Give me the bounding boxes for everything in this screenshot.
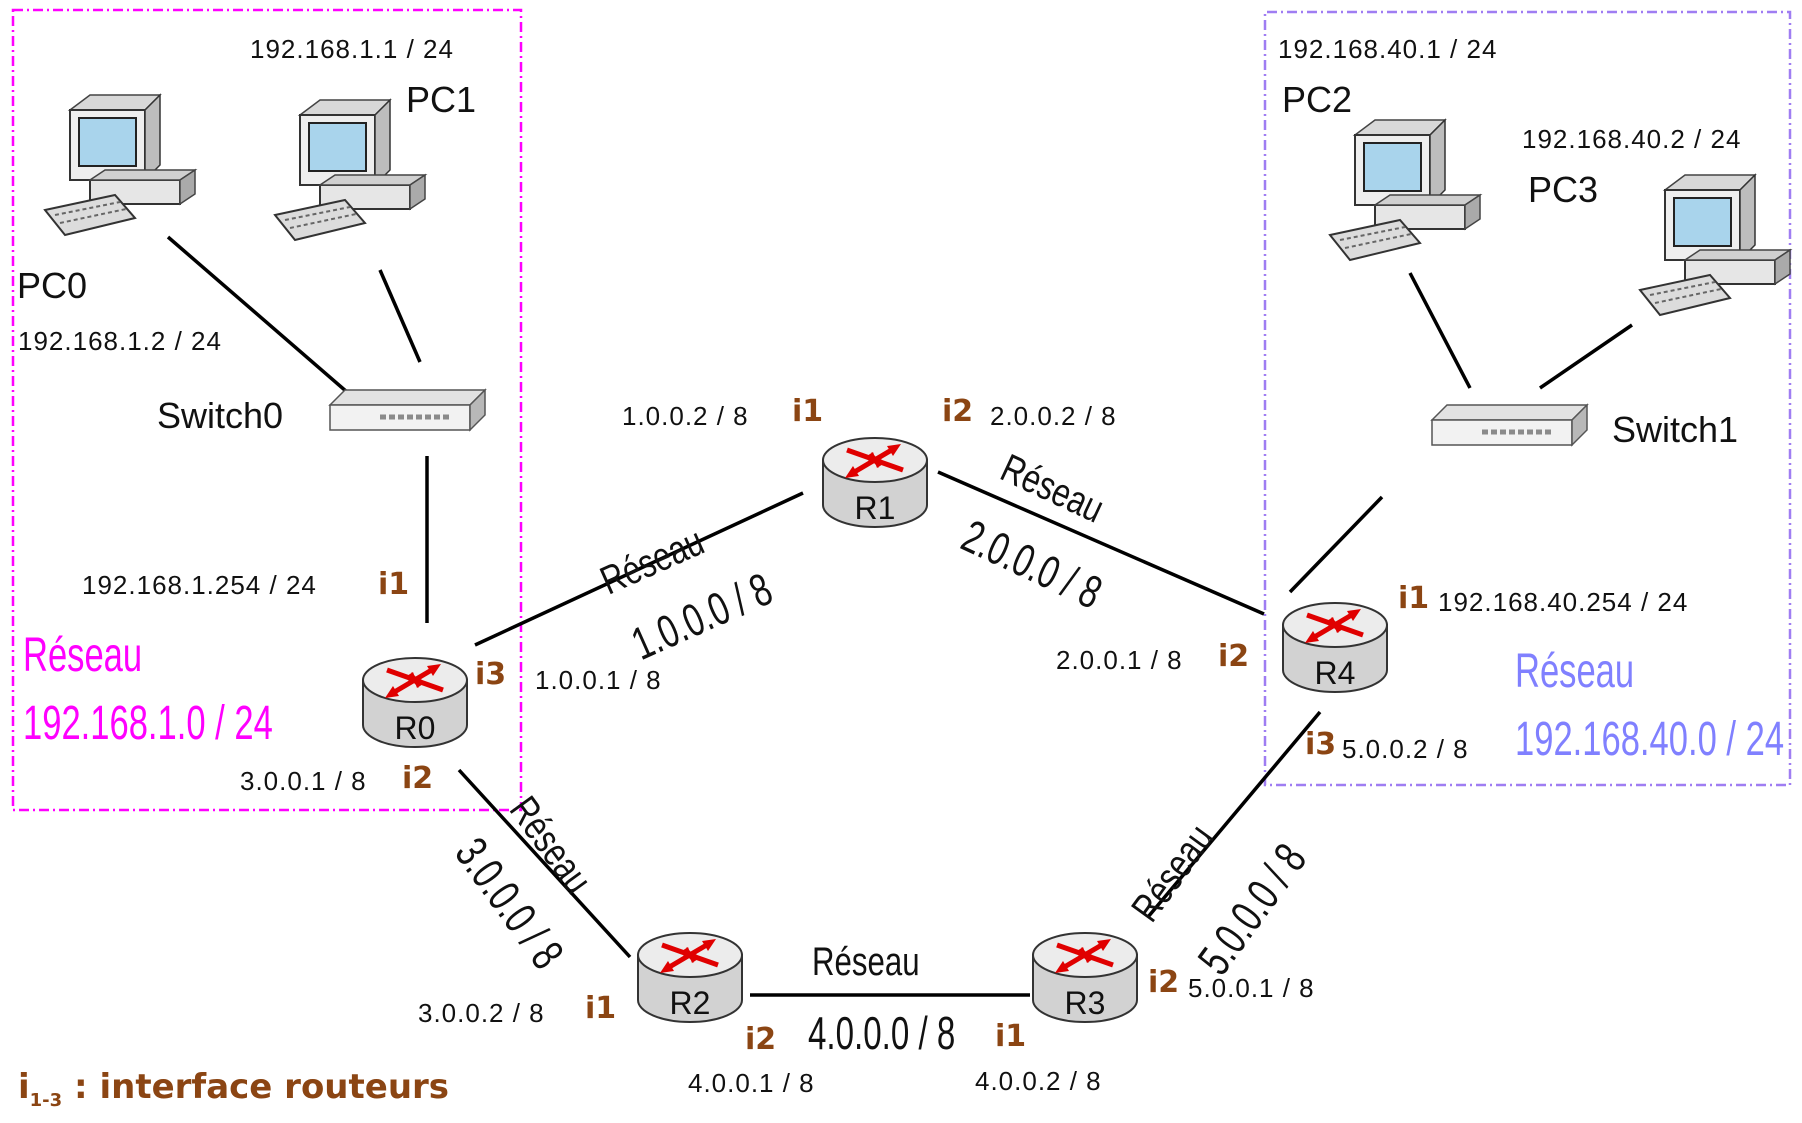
r2-i1-ip: 3.0.0.2 / 8 bbox=[418, 998, 545, 1028]
lan-left-label: Réseau bbox=[23, 629, 143, 682]
r1-i1-ip: 1.0.0.2 / 8 bbox=[622, 401, 749, 431]
link-r1-r4 bbox=[937, 470, 1265, 616]
r0-i3-marker: i3 bbox=[475, 657, 507, 692]
links bbox=[166, 235, 1633, 997]
r3-i2-marker: i2 bbox=[1148, 965, 1180, 1000]
pc2-label: PC2 bbox=[1282, 79, 1353, 120]
r3-i1-marker: i1 bbox=[995, 1019, 1027, 1054]
legend-subscript: 1-3 bbox=[29, 1089, 63, 1111]
r1-i1-marker: i1 bbox=[792, 394, 824, 429]
pc1-label: PC1 bbox=[406, 79, 477, 120]
r4-i3-marker: i3 bbox=[1305, 727, 1337, 762]
switch1-icon[interactable] bbox=[1432, 405, 1587, 445]
link-r0-r1 bbox=[474, 491, 804, 647]
r3-name: R3 bbox=[1064, 985, 1106, 1021]
r3-i1-ip: 4.0.0.2 / 8 bbox=[975, 1066, 1102, 1096]
pc0-ip: 192.168.1.2 / 24 bbox=[18, 326, 222, 356]
link-pc1-switch0 bbox=[378, 269, 422, 363]
legend-text: : interface routeurs bbox=[62, 1067, 450, 1107]
r4-i2-marker: i2 bbox=[1218, 639, 1250, 674]
pc2-icon[interactable] bbox=[1329, 119, 1481, 261]
link-pc3-switch1 bbox=[1539, 323, 1633, 390]
pc0-label: PC0 bbox=[17, 265, 88, 306]
legend-symbol: i bbox=[18, 1067, 30, 1107]
lan-left-address: 192.168.1.0 / 24 bbox=[23, 697, 273, 750]
r0-i2-ip: 3.0.0.1 / 8 bbox=[240, 766, 367, 796]
r0-i1-marker: i1 bbox=[378, 567, 410, 602]
pc0-icon[interactable] bbox=[44, 94, 196, 236]
r4-i1-ip: 192.168.40.254 / 24 bbox=[1438, 587, 1689, 617]
r3-i2-ip: 5.0.0.1 / 8 bbox=[1188, 973, 1315, 1003]
link-switch1-r4 bbox=[1288, 495, 1384, 594]
link-r0-r2 bbox=[457, 768, 632, 959]
net4-label: Réseau bbox=[812, 940, 920, 984]
pc3-label: PC3 bbox=[1528, 169, 1599, 210]
r2-i1-marker: i1 bbox=[585, 991, 617, 1026]
r2-i2-marker: i2 bbox=[745, 1022, 777, 1057]
legend: i1-3 : interface routeurs bbox=[18, 1070, 449, 1110]
r0-i3-ip: 1.0.0.1 / 8 bbox=[535, 665, 662, 695]
r4-name: R4 bbox=[1314, 655, 1356, 691]
r1-i2-ip: 2.0.0.2 / 8 bbox=[990, 401, 1117, 431]
r0-i1-ip: 192.168.1.254 / 24 bbox=[82, 570, 317, 600]
switch0-label: Switch0 bbox=[157, 395, 284, 436]
pc1-ip: 192.168.1.1 / 24 bbox=[250, 34, 454, 64]
net4-address: 4.0.0.0 / 8 bbox=[808, 1007, 956, 1059]
pc3-ip: 192.168.40.2 / 24 bbox=[1522, 124, 1742, 154]
switch1-label: Switch1 bbox=[1612, 409, 1739, 450]
pc1-icon[interactable] bbox=[274, 99, 426, 241]
link-pc2-switch1 bbox=[1408, 272, 1472, 389]
lan-right-label: Réseau bbox=[1515, 645, 1635, 698]
r4-i1-marker: i1 bbox=[1398, 581, 1430, 616]
r1-name: R1 bbox=[854, 490, 896, 526]
link-pc0-switch0 bbox=[166, 235, 349, 394]
r4-i2-ip: 2.0.0.1 / 8 bbox=[1056, 645, 1183, 675]
r4-i3-ip: 5.0.0.2 / 8 bbox=[1342, 734, 1469, 764]
r1-i2-marker: i2 bbox=[942, 394, 974, 429]
switch0-icon[interactable] bbox=[330, 390, 485, 430]
lan-right-boundary bbox=[1263, 10, 1792, 787]
pc2-ip: 192.168.40.1 / 24 bbox=[1278, 34, 1498, 64]
r2-i2-ip: 4.0.0.1 / 8 bbox=[688, 1068, 815, 1098]
pc3-icon[interactable] bbox=[1639, 174, 1791, 316]
lan-right-address: 192.168.40.0 / 24 bbox=[1515, 713, 1785, 766]
r0-i2-marker: i2 bbox=[402, 761, 434, 796]
lan-left-boundary bbox=[11, 8, 523, 812]
link-r3-r4 bbox=[1146, 710, 1322, 919]
r0-name: R0 bbox=[394, 710, 436, 746]
r2-name: R2 bbox=[669, 985, 711, 1021]
